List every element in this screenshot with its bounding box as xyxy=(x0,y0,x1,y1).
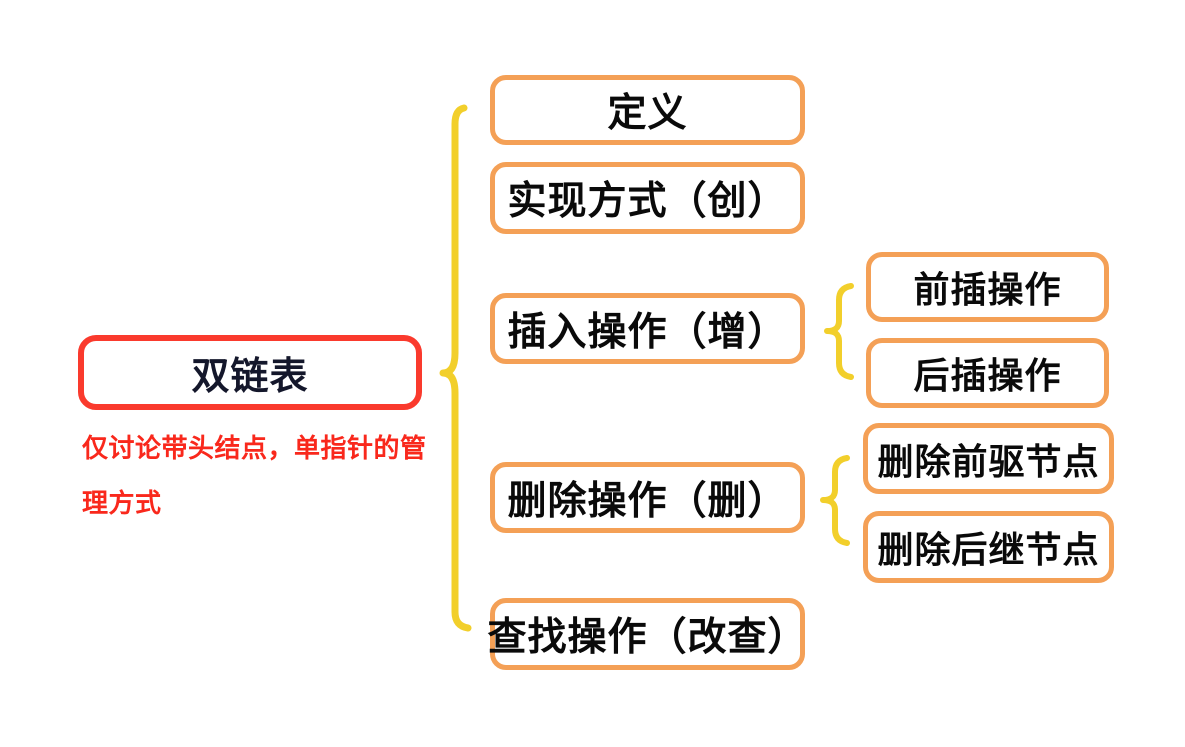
delete-brace-connector xyxy=(820,455,850,546)
node-root: 双链表 xyxy=(78,335,422,410)
node-insert-operation-label: 插入操作（增） xyxy=(507,310,788,354)
insert-brace-connector xyxy=(824,283,854,380)
root-note: 仅讨论带头结点，单指针的管 理方式 xyxy=(82,421,442,531)
node-search-operation-label: 查找操作（改查） xyxy=(487,616,808,659)
node-insert-operation: 插入操作（增） xyxy=(490,293,805,364)
node-implementation: 实现方式（创） xyxy=(490,162,805,234)
node-insert-after-label: 后插操作 xyxy=(913,355,1062,396)
node-delete-operation: 删除操作（删） xyxy=(490,462,805,533)
node-delete-successor-label: 删除后继节点 xyxy=(877,529,1100,570)
node-root-label: 双链表 xyxy=(191,356,309,398)
node-insert-before-label: 前插操作 xyxy=(913,269,1062,310)
node-delete-predecessor-label: 删除前驱节点 xyxy=(877,440,1100,482)
root-note-line-2: 理方式 xyxy=(82,488,162,518)
node-definition-label: 定义 xyxy=(607,92,688,135)
node-delete-successor: 删除后继节点 xyxy=(863,511,1114,583)
node-delete-predecessor: 删除前驱节点 xyxy=(863,423,1114,494)
node-implementation-label: 实现方式（创） xyxy=(507,180,788,223)
node-search-operation: 查找操作（改查） xyxy=(487,598,808,670)
node-delete-operation-label: 删除操作（删） xyxy=(507,479,788,523)
root-note-line-1: 仅讨论带头结点，单指针的管 xyxy=(82,433,427,463)
node-insert-after: 后插操作 xyxy=(866,338,1109,408)
node-definition: 定义 xyxy=(490,75,805,145)
node-insert-before: 前插操作 xyxy=(866,252,1109,322)
root-brace-connector xyxy=(439,104,472,632)
